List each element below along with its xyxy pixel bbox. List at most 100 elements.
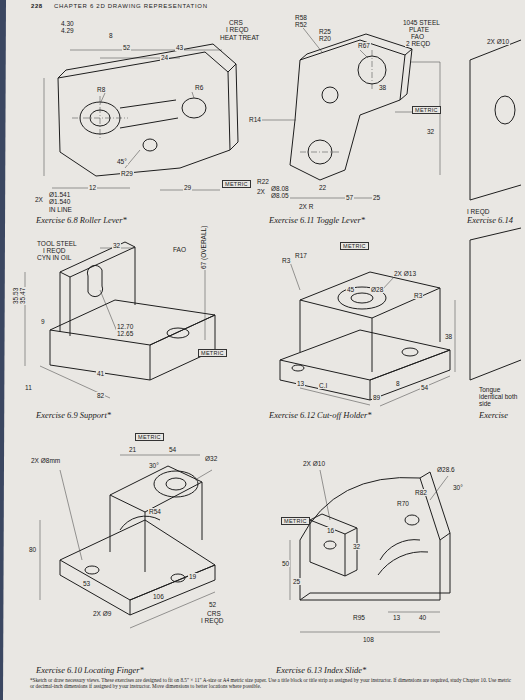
dimension-label: 4.29 bbox=[60, 27, 75, 34]
roller-lever-stroke bbox=[58, 44, 238, 150]
dimension-label: 80 bbox=[28, 546, 37, 553]
dimension-label: R3 bbox=[281, 257, 291, 264]
dimension-label: 54 bbox=[420, 384, 429, 391]
dimension-label: R95 bbox=[352, 614, 366, 621]
index-slide-stroke bbox=[378, 540, 428, 575]
index-slide-stroke bbox=[405, 515, 419, 525]
metric-stamp: METRIC bbox=[340, 242, 369, 250]
locating-finger bbox=[40, 455, 215, 628]
dimension-label: 52 bbox=[122, 44, 131, 51]
dimension-label: 45° bbox=[116, 158, 128, 165]
dimension-label: 24 bbox=[160, 54, 169, 61]
dimension-label: 8 bbox=[108, 32, 114, 39]
dimension-label: C.I bbox=[318, 382, 328, 389]
dimension-label: 35.47 bbox=[19, 287, 26, 305]
roller-lever-stroke bbox=[120, 100, 178, 128]
dimension-label: FAO bbox=[172, 246, 187, 253]
dimension-label: 106 bbox=[152, 593, 165, 600]
dimension-label: R29 bbox=[120, 170, 134, 177]
tongue-partial-stroke bbox=[470, 228, 521, 380]
dimension-label: 38 bbox=[378, 84, 387, 91]
dimension-label: 41 bbox=[96, 370, 105, 377]
cut-off-holder-stroke bbox=[300, 272, 440, 372]
dimension-label: 108 bbox=[362, 636, 375, 643]
cut-off-holder-stroke bbox=[338, 287, 386, 309]
index-slide-stroke bbox=[324, 541, 336, 549]
footnote: *Sketch or draw necessary views. These e… bbox=[30, 678, 515, 690]
dimension-label: 12 bbox=[88, 184, 97, 191]
locating-finger-stroke bbox=[166, 478, 186, 490]
dimension-label: 2X R bbox=[298, 203, 314, 210]
dimension-label: Ø28.6 bbox=[436, 466, 456, 473]
roller-lever bbox=[44, 44, 238, 190]
toggle-lever-stroke bbox=[290, 40, 405, 180]
roller-lever-stroke bbox=[143, 139, 157, 151]
dimension-label: 82 bbox=[96, 392, 105, 399]
dimension-label: 32 bbox=[426, 128, 435, 135]
dimension-label: 2X Ø13 bbox=[393, 270, 417, 277]
dimension-label: 50 bbox=[281, 560, 290, 567]
dimension-label: 13 bbox=[296, 380, 305, 387]
dimension-label: 54 bbox=[168, 446, 177, 453]
cut-off-holder-stroke bbox=[290, 262, 455, 406]
dimension-label: CYN IN OIL bbox=[36, 254, 72, 261]
dimension-label: I REQD bbox=[466, 208, 490, 215]
dimension-label: Ø1.540 bbox=[48, 198, 71, 205]
dimension-label: 57 bbox=[345, 194, 354, 201]
dimension-label: R17 bbox=[294, 252, 308, 259]
toggle-lever-stroke bbox=[300, 34, 412, 100]
dimension-label: 2X Ø9 bbox=[92, 610, 112, 617]
roller-lever-stroke-stroke bbox=[44, 50, 222, 190]
dimension-label: 29 bbox=[183, 184, 192, 191]
dimension-label: 45 bbox=[346, 286, 355, 293]
index-slide-stroke bbox=[310, 514, 357, 576]
support-stroke bbox=[50, 330, 150, 380]
dimension-label: R52 bbox=[294, 21, 308, 28]
locating-finger-stroke bbox=[110, 466, 202, 572]
dimension-label: 19 bbox=[188, 573, 197, 580]
dimension-label: 25 bbox=[372, 194, 381, 201]
exercise-caption: Exercise 6.10 Locating Finger* bbox=[35, 666, 145, 675]
metric-stamp: METRIC bbox=[198, 349, 227, 357]
dimension-label: R14 bbox=[248, 116, 262, 123]
toggle-lever-stroke bbox=[322, 87, 338, 103]
dimension-label: R22 bbox=[256, 178, 270, 185]
dimension-label: HEAT TREAT bbox=[219, 34, 260, 41]
dimension-label: 21 bbox=[128, 446, 137, 453]
support bbox=[25, 242, 215, 398]
dimension-label: R70 bbox=[396, 500, 410, 507]
dimension-label: 2X bbox=[256, 188, 266, 195]
dimension-label: Ø32 bbox=[204, 455, 218, 462]
exercise-caption: Exercise 6.13 Index Slide* bbox=[275, 666, 367, 675]
side-note: Tongue identical both side bbox=[478, 386, 520, 407]
dimension-label: 9 bbox=[40, 318, 46, 325]
metric-stamp: METRIC bbox=[281, 517, 310, 525]
cut-off-holder-stroke-stroke bbox=[290, 262, 455, 406]
index-slide-stroke-stroke bbox=[290, 470, 448, 632]
toggle-lever-stroke-stroke bbox=[262, 24, 440, 198]
dimension-label: 38 bbox=[444, 333, 453, 340]
dimension-label: Ø8.05 bbox=[270, 192, 290, 199]
dimension-label: 32 bbox=[112, 242, 121, 249]
index-slide-stroke bbox=[300, 478, 440, 600]
dimension-label: 2X bbox=[34, 196, 44, 203]
cut-off-holder-stroke bbox=[351, 293, 373, 303]
exercise-caption: Exercise 6.11 Toggle Lever* bbox=[268, 216, 366, 225]
locating-finger-stroke bbox=[85, 566, 99, 574]
exercise-caption: Exercise 6.14 bbox=[466, 216, 514, 225]
dimension-label: Ø28 bbox=[370, 286, 384, 293]
dimension-label: R8 bbox=[96, 86, 106, 93]
dimension-label: 43 bbox=[175, 44, 184, 51]
locating-finger-stroke bbox=[171, 574, 185, 582]
roller-lever-stroke bbox=[58, 52, 230, 176]
roller-lever-stroke bbox=[182, 98, 206, 118]
dimension-label: 53 bbox=[82, 580, 91, 587]
support-stroke-stroke bbox=[25, 248, 205, 398]
dimension-label: 13 bbox=[392, 614, 401, 621]
exercise-6-14-partial-stroke bbox=[495, 96, 515, 124]
dimension-label: 22 bbox=[318, 184, 327, 191]
metric-stamp: METRIC bbox=[135, 433, 164, 441]
dimension-label: R54 bbox=[148, 508, 162, 515]
dimension-label: IN LINE bbox=[48, 206, 73, 213]
